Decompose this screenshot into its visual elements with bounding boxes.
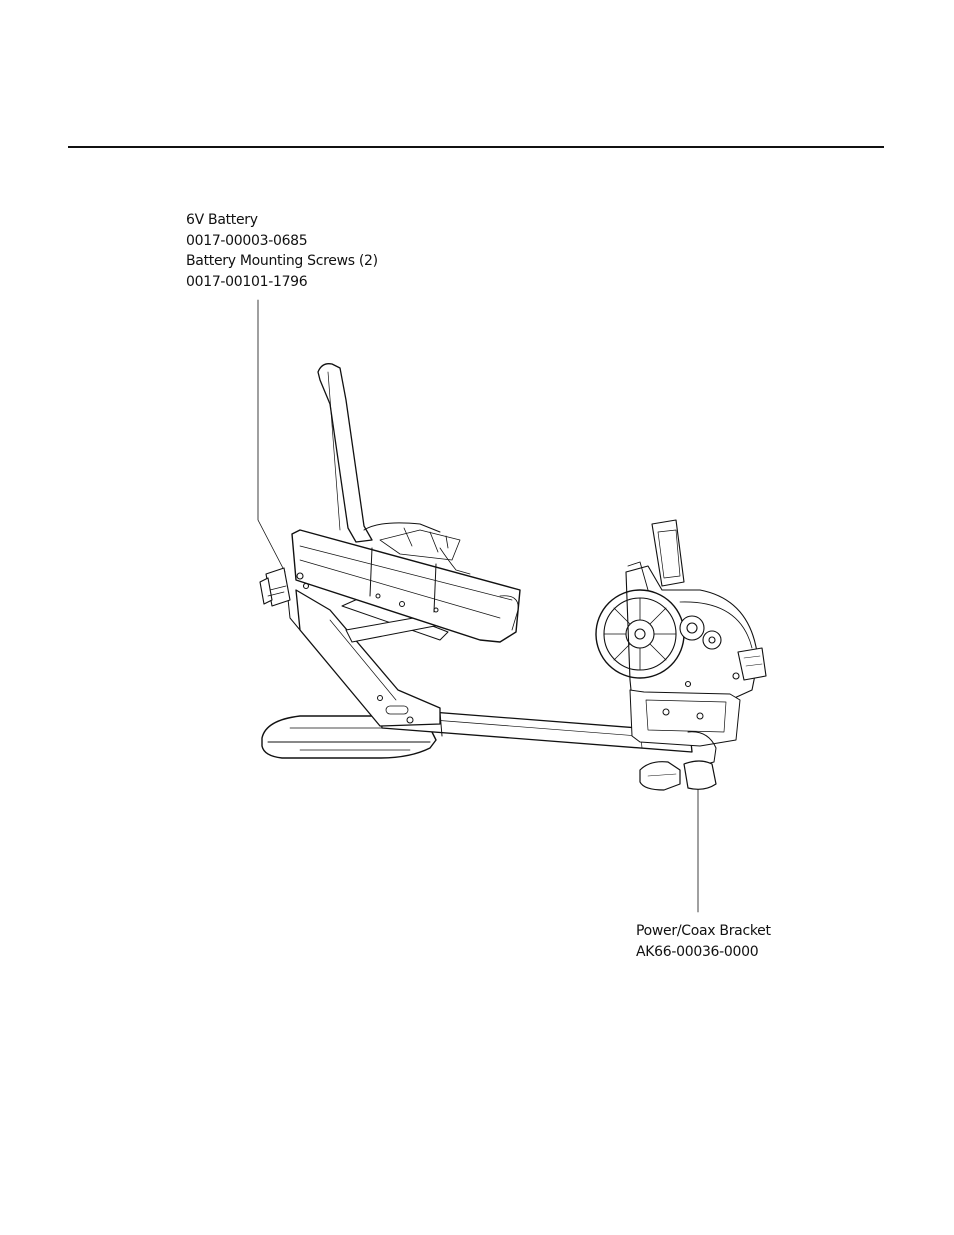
bracket-callout: Power/Coax Bracket AK66-00036-0000	[636, 921, 771, 962]
battery-part-number: 0017-00003-0685	[186, 232, 308, 249]
battery-leader-line	[257, 299, 286, 573]
seat-cushion	[291, 529, 521, 643]
drive-housing	[625, 565, 767, 707]
bracket-part-number: AK66-00036-0000	[636, 943, 759, 960]
console-mount	[627, 519, 685, 591]
battery-callout: 6V Battery 0017-00003-0685 Battery Mount…	[186, 210, 378, 292]
battery	[259, 567, 310, 607]
lower-electronics	[629, 689, 741, 767]
screws-part-number: 0017-00101-1796	[186, 273, 308, 290]
rear-foot	[639, 760, 717, 791]
battery-name: 6V Battery	[186, 212, 258, 228]
bracket-name: Power/Coax Bracket	[636, 923, 771, 939]
header-rule	[68, 146, 884, 148]
flywheel	[595, 589, 685, 679]
seat-back	[317, 363, 441, 543]
screws-name: Battery Mounting Screws (2)	[186, 253, 378, 269]
seat-hardware	[379, 527, 471, 575]
